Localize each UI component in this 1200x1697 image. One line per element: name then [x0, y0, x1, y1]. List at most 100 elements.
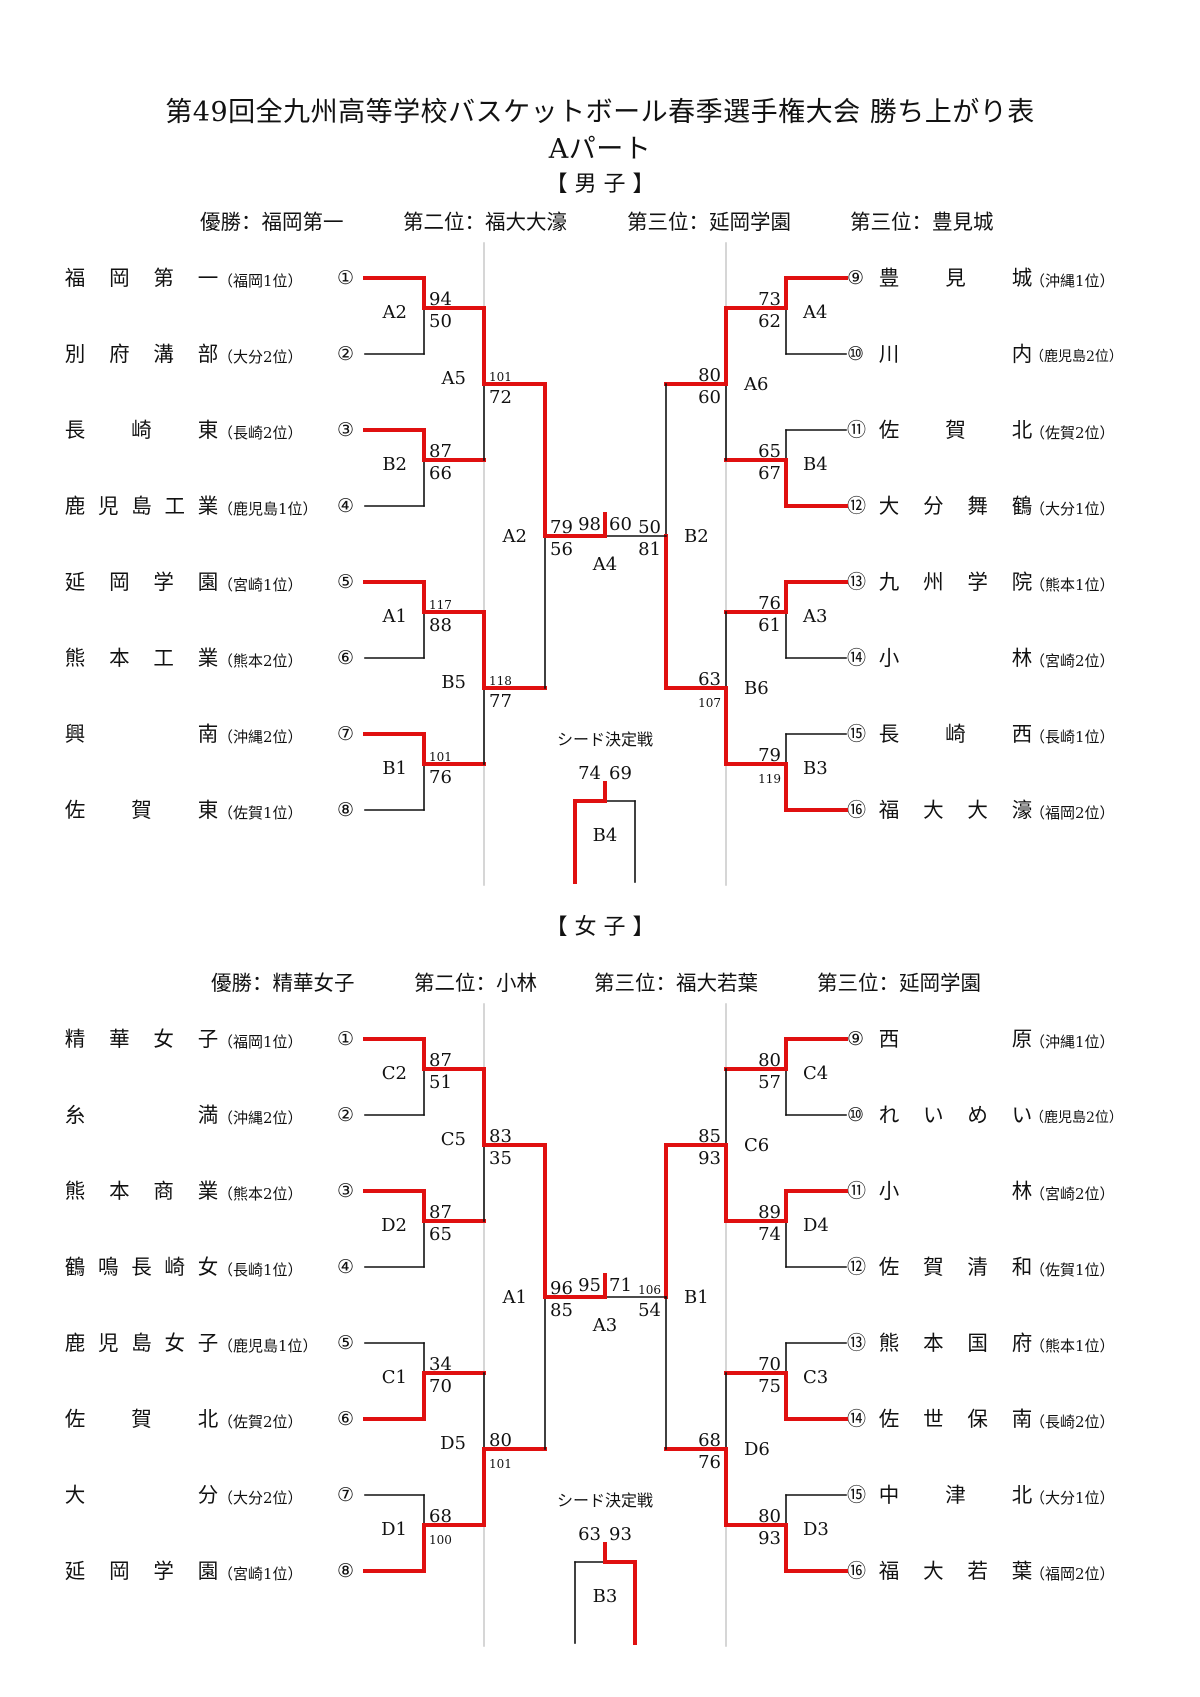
- team-name-char: 分: [923, 494, 944, 518]
- court-label: D2: [381, 1215, 407, 1236]
- team-seed: ⑮: [847, 1484, 867, 1506]
- team-name-char: め: [967, 1103, 988, 1127]
- court-label: D4: [803, 1215, 829, 1236]
- score: 51: [429, 1072, 452, 1093]
- score: 79: [550, 517, 573, 538]
- score: 50: [638, 517, 661, 538]
- team-name-char: 一: [197, 266, 219, 290]
- score: 87: [429, 1050, 452, 1071]
- team-seed: ⑯: [847, 1560, 867, 1582]
- team-name-char: 福: [878, 798, 900, 822]
- score: 75: [758, 1376, 781, 1397]
- score: 80: [758, 1050, 781, 1071]
- team-name-char: 崎: [945, 722, 966, 746]
- score: 101: [429, 750, 452, 764]
- team-prefecture: （長崎1位）: [1030, 728, 1115, 746]
- court-label: B4: [593, 825, 618, 846]
- score: 71: [609, 1275, 632, 1296]
- team-name-char: い: [923, 1103, 944, 1127]
- team-name-char: 熊: [64, 646, 86, 670]
- team-prefecture: （鹿児島2位）: [1030, 1110, 1123, 1126]
- team-name-char: 見: [945, 266, 966, 290]
- team-name-char: 府: [1011, 1331, 1033, 1355]
- score: 63: [578, 1524, 601, 1545]
- court-label: C4: [803, 1063, 828, 1084]
- team-name-char: 川: [878, 342, 900, 366]
- team-name-char: 西: [878, 1027, 900, 1051]
- team-seed: ④: [337, 495, 355, 517]
- team-name-char: 学: [967, 570, 988, 594]
- court-label: A3: [592, 1315, 617, 1336]
- team-name-char: 園: [197, 1559, 219, 1583]
- page-title: 第49回全九州高等学校バスケットボール春季選手権大会 勝ち上がり表: [165, 97, 1035, 128]
- score: 35: [489, 1148, 512, 1169]
- score: 95: [578, 1275, 601, 1296]
- score: 77: [489, 691, 512, 712]
- team-name-char: 島: [131, 1331, 152, 1355]
- score: 74: [578, 763, 601, 784]
- team-name-char: 保: [967, 1407, 988, 1431]
- team-seed: ⑥: [337, 1408, 355, 1430]
- team-name-char: 業: [197, 494, 219, 518]
- team-name-char: 長: [131, 1255, 152, 1279]
- team-name-char: 世: [923, 1407, 944, 1431]
- score: 118: [489, 674, 512, 688]
- page-subtitle: Aパート: [548, 134, 652, 165]
- court-label: B1: [684, 1287, 709, 1308]
- girls-heading: 【 女 子 】: [545, 915, 655, 940]
- team-name-char: 賀: [131, 798, 152, 822]
- team-name-char: 原: [1011, 1027, 1033, 1051]
- score: 54: [638, 1300, 661, 1321]
- score: 63: [698, 669, 721, 690]
- team-prefecture: （鹿児島2位）: [1030, 349, 1123, 365]
- team-name-char: 熊: [878, 1331, 900, 1355]
- team-name-char: 本: [923, 1331, 944, 1355]
- team-name-char: 佐: [878, 418, 900, 442]
- score: 66: [429, 463, 452, 484]
- team-name-char: 南: [1011, 1407, 1033, 1431]
- team-name-char: い: [1011, 1103, 1033, 1127]
- team-name-char: 東: [197, 418, 219, 442]
- team-name-char: 鳴: [98, 1255, 119, 1279]
- score: 93: [758, 1528, 781, 1549]
- score: 98: [578, 514, 601, 535]
- team-name-char: 福: [64, 266, 86, 290]
- team-name-char: 崎: [164, 1255, 186, 1279]
- score: 101: [489, 1457, 512, 1471]
- court-label: A1: [502, 1287, 527, 1308]
- team-name-char: 城: [1011, 266, 1033, 290]
- team-prefecture: （福岡1位）: [218, 272, 303, 290]
- team-name-char: 業: [197, 1179, 219, 1203]
- team-name-char: 北: [197, 1407, 219, 1431]
- team-seed: ⑫: [847, 495, 867, 517]
- court-label: A2: [382, 302, 407, 323]
- court-label: A3: [802, 606, 827, 627]
- team-name-char: 園: [197, 570, 219, 594]
- score: 117: [429, 598, 452, 612]
- team-name-char: 延: [64, 570, 86, 594]
- score: 87: [429, 1202, 452, 1223]
- score: 79: [758, 745, 781, 766]
- team-name-char: 別: [64, 342, 86, 366]
- team-name-char: 熊: [64, 1179, 86, 1203]
- team-seed: ⑮: [847, 723, 867, 745]
- score: 85: [698, 1126, 721, 1147]
- team-prefecture: （長崎2位）: [1030, 1413, 1115, 1431]
- team-seed: ⑪: [847, 1180, 867, 1202]
- team-name-char: 女: [197, 1255, 219, 1279]
- team-name-char: 長: [878, 722, 900, 746]
- team-name-char: 糸: [64, 1103, 86, 1127]
- team-name-char: 葉: [1011, 1559, 1033, 1583]
- team-name-char: 豊: [878, 266, 900, 290]
